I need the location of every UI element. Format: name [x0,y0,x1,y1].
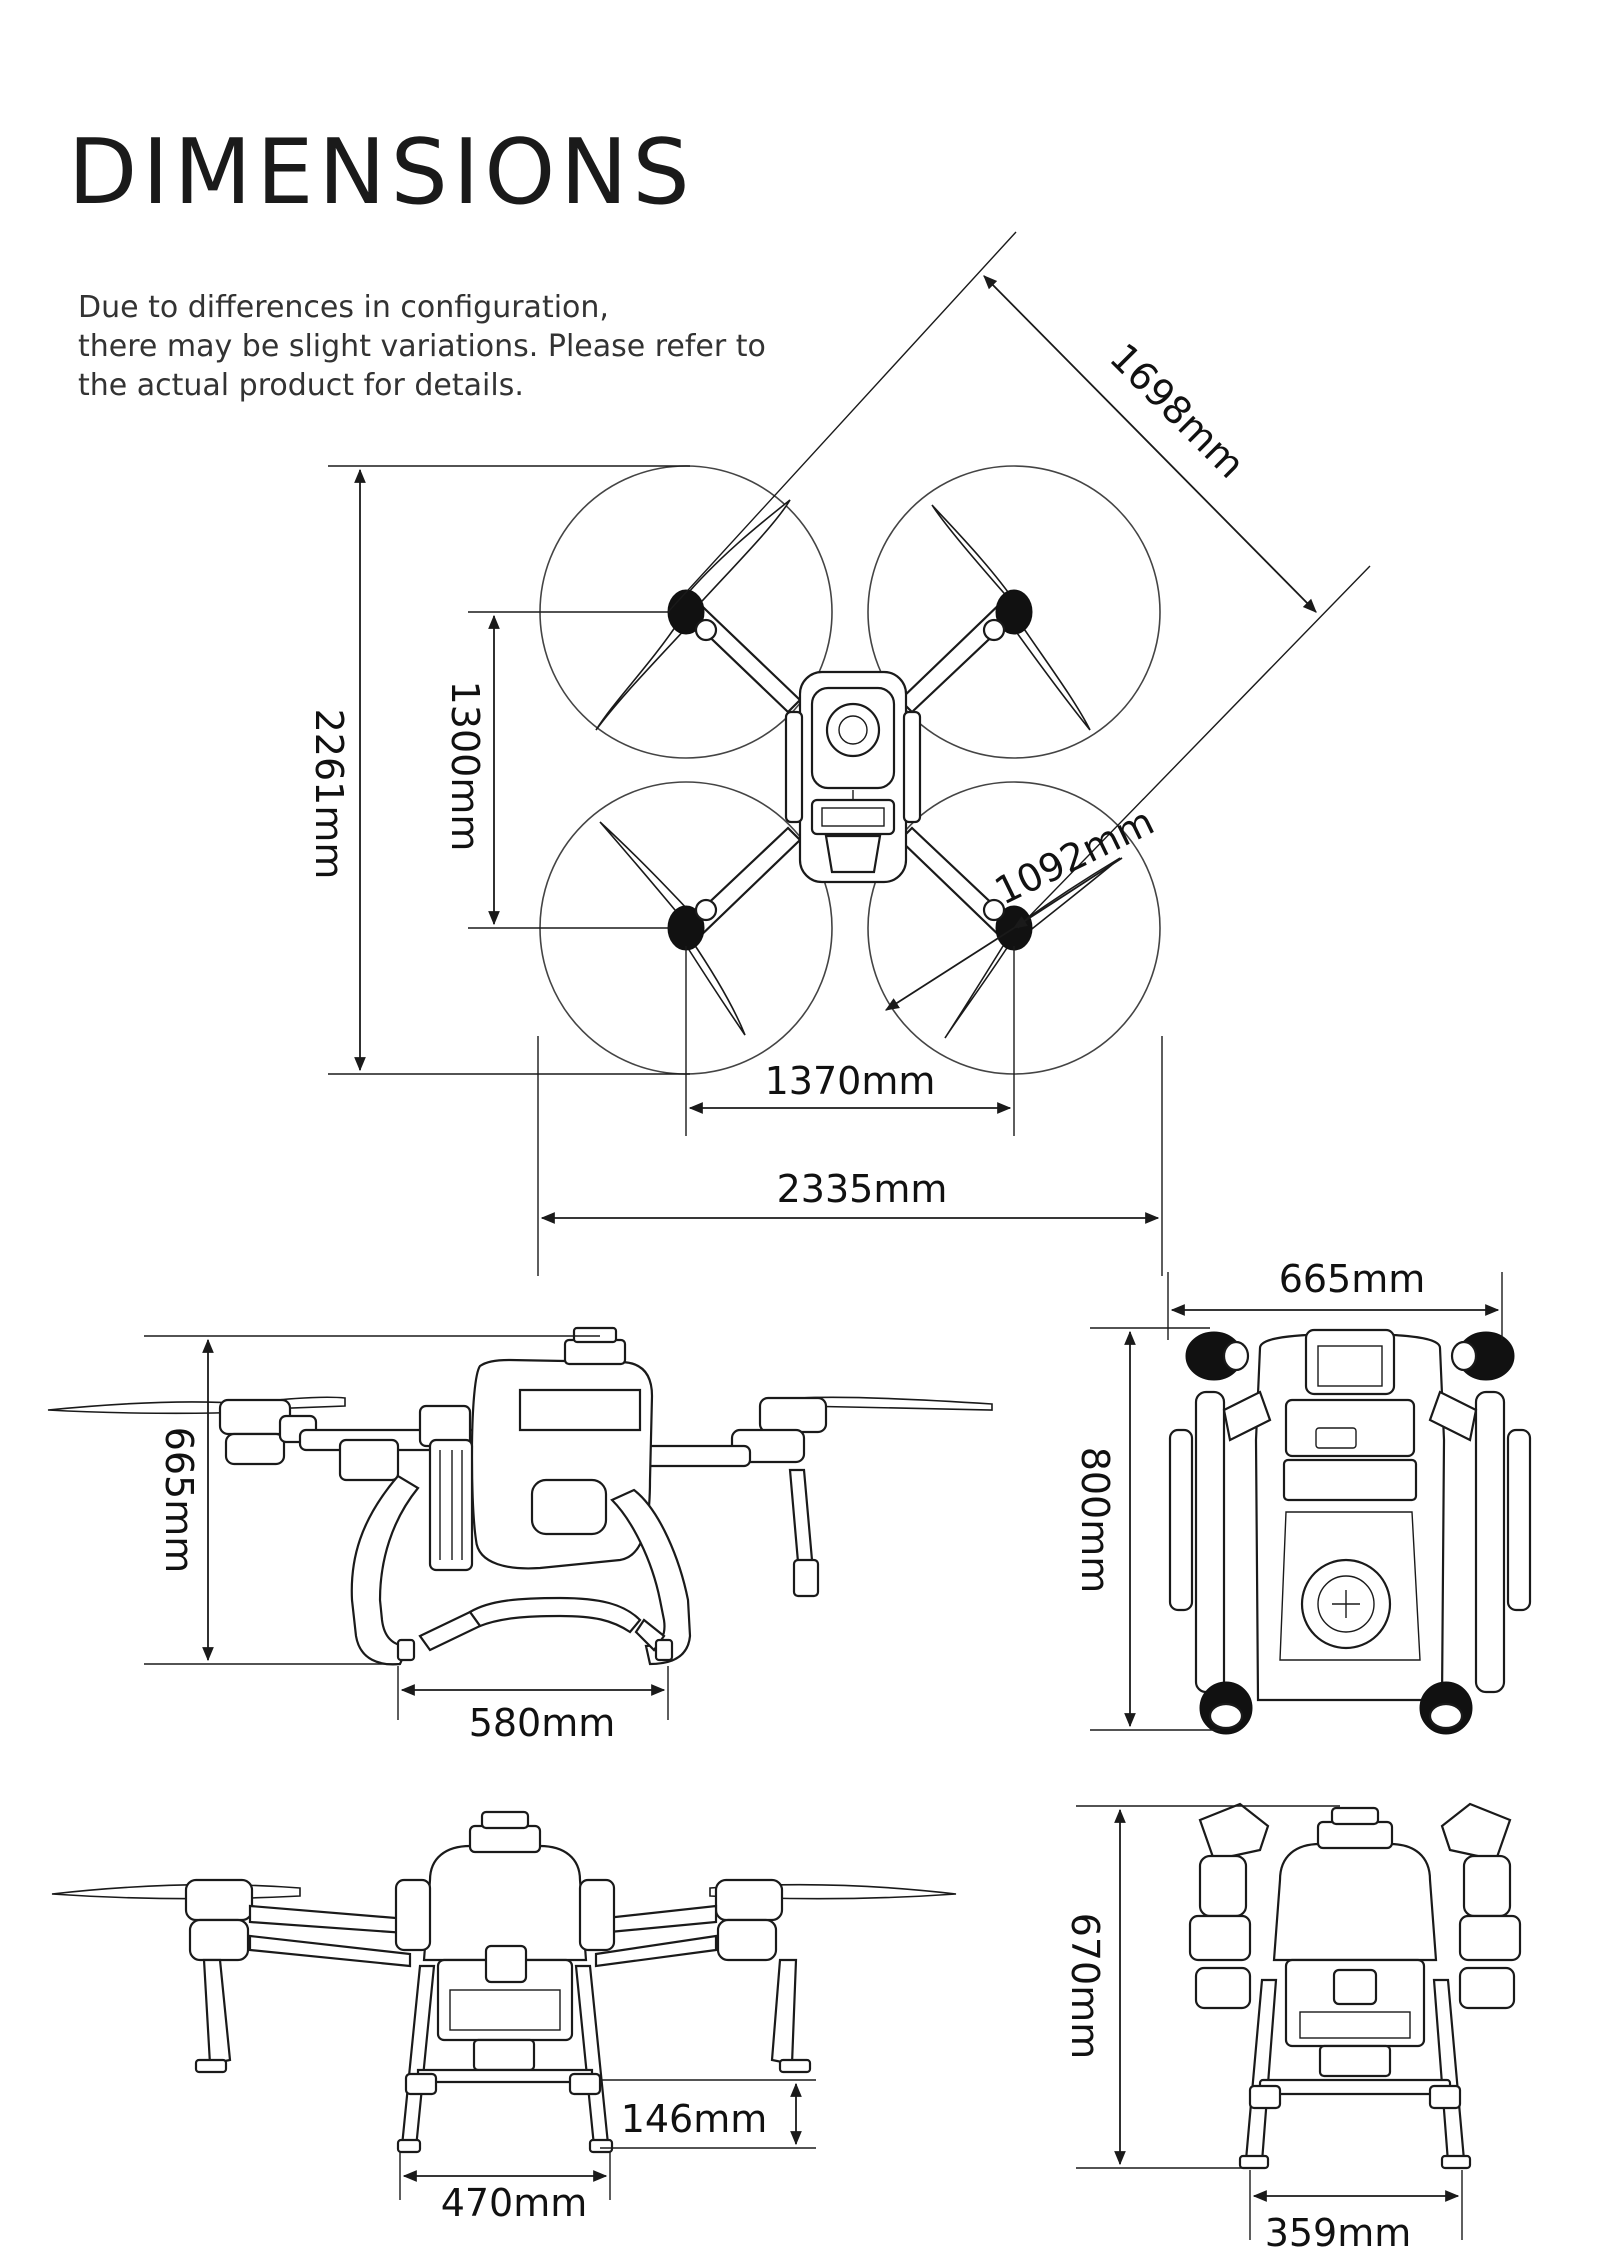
dimension-800mm: 800mm [1073,1447,1117,1594]
dimension-1370mm: 1370mm [765,1059,936,1103]
front-view-dimensions: 146mm 470mm [399,2079,816,2225]
dimension-folded-665mm: 665mm [1279,1257,1426,1301]
dimension-359mm: 359mm [1265,2211,1412,2255]
dimension-470mm: 470mm [441,2181,588,2225]
dimension-1300mm: 1300mm [443,681,487,852]
dimension-670mm: 670mm [1063,1913,1107,2060]
note-line-1: Due to differences in configuration, [78,290,609,325]
note-line-2: there may be slight variations. Please r… [78,329,766,364]
dimension-side-665mm: 665mm [157,1427,201,1574]
front-view-drone [51,1810,957,2154]
dimension-1698mm: 1698mm [1101,335,1253,487]
dimension-2335mm: 2335mm [777,1167,948,1211]
folded-top-view-drone [1168,1328,1532,1735]
body-top-view [784,670,922,884]
note-line-3: the actual product for details. [78,368,524,403]
side-view-drone [47,1326,993,1666]
folded-front-view-dimensions: 670mm 359mm [1063,1805,1463,2255]
disclaimer-note: Due to differences in configuration, the… [78,288,838,405]
folded-top-view-dimensions: 665mm 800mm [1073,1257,1503,1731]
dimension-146mm: 146mm [621,2097,768,2141]
dimension-2261mm: 2261mm [307,709,351,880]
folded-front-view-drone [1188,1802,1522,2170]
dimension-1092mm: 1092mm [988,799,1161,913]
side-view-dimensions: 665mm 580mm [144,1335,669,1745]
top-view-drone [539,465,1161,1075]
page-title: DIMENSIONS [68,120,695,225]
dimension-580mm: 580mm [469,1701,616,1745]
